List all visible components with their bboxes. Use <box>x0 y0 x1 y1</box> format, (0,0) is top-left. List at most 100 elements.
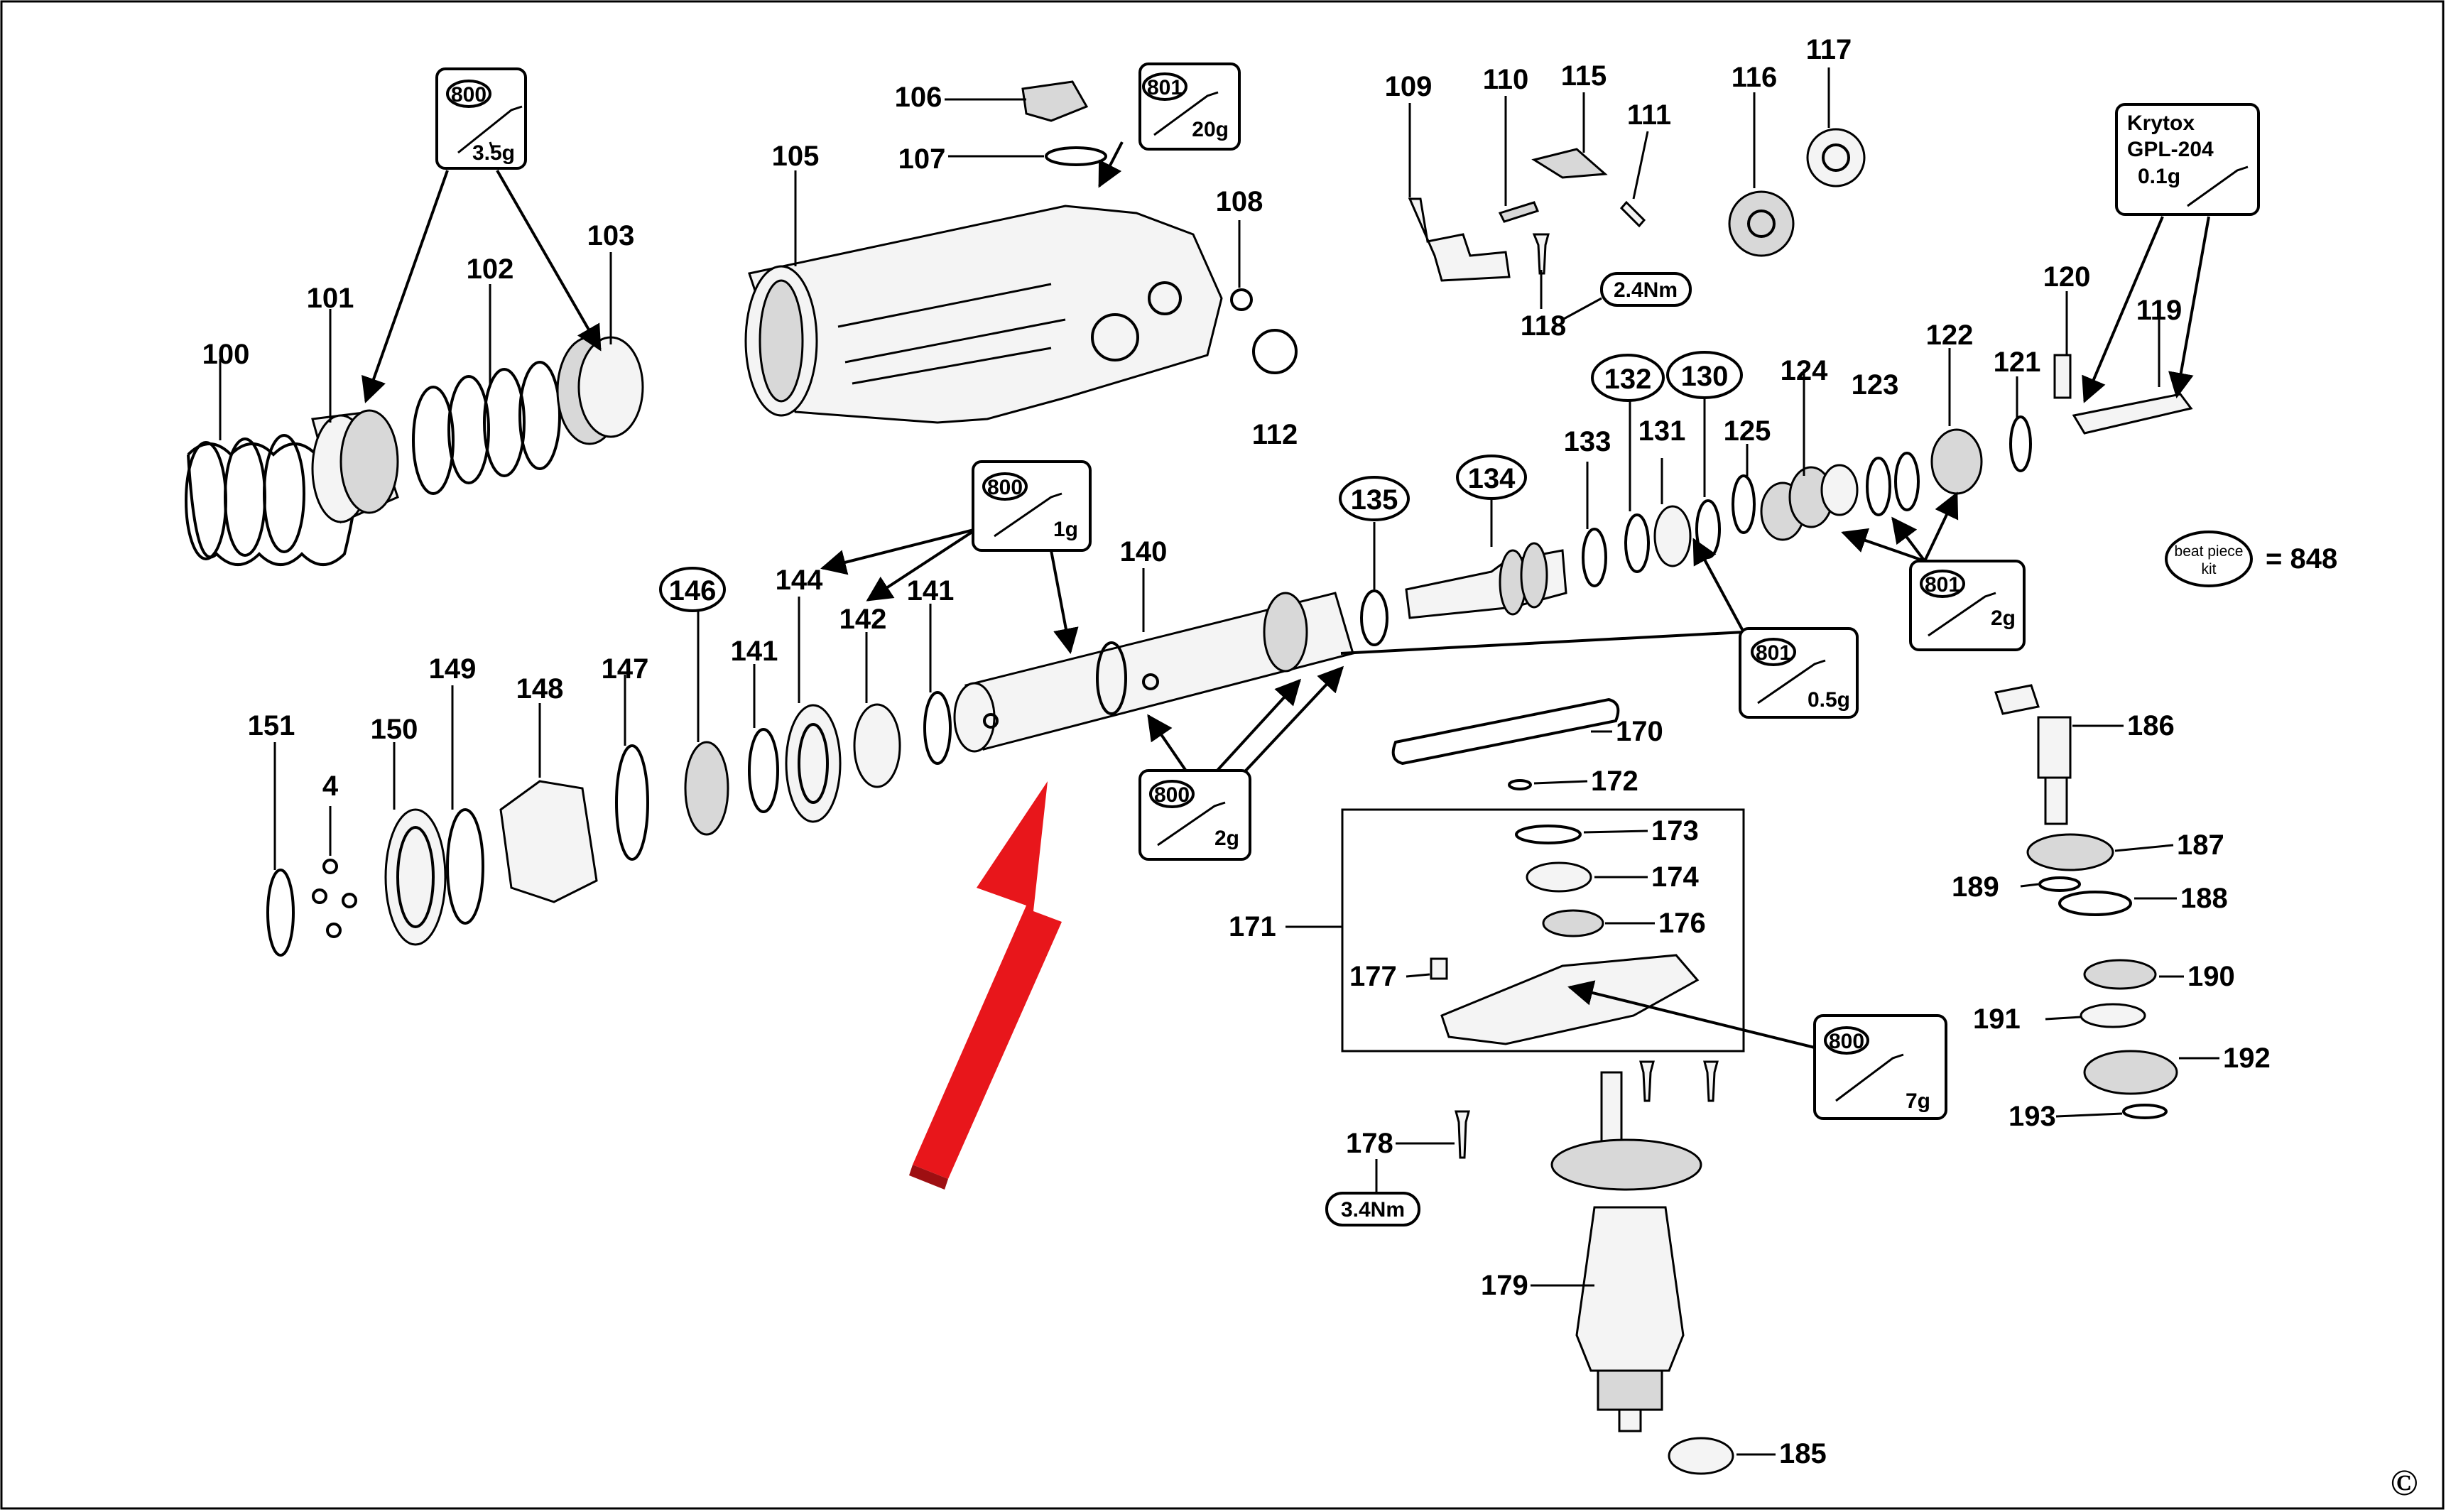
svg-text:3.4Nm: 3.4Nm <box>1341 1198 1405 1222</box>
label-111: 111 <box>1627 99 1671 131</box>
label-186: 186 <box>2127 710 2175 741</box>
label-171: 171 <box>1229 911 1276 942</box>
part-123-ring-b <box>1894 452 1920 511</box>
circle-135 <box>1339 476 1410 521</box>
part-133-ring <box>1582 528 1607 587</box>
label-100: 100 <box>202 339 250 370</box>
label-150: 150 <box>371 714 418 745</box>
part-177-pin <box>1430 957 1448 980</box>
svg-text:GPL-204: GPL-204 <box>2127 138 2214 161</box>
label-133: 133 <box>1564 426 1611 457</box>
circle-130 <box>1666 351 1743 399</box>
label-140: 140 <box>1120 536 1168 567</box>
part-102-spring <box>412 361 561 495</box>
label-185: 185 <box>1779 1438 1827 1469</box>
part-178-screw-c <box>1703 1060 1719 1102</box>
label-151: 151 <box>248 710 295 741</box>
label-102: 102 <box>467 254 514 285</box>
label-190: 190 <box>2187 961 2235 992</box>
label-187: 187 <box>2177 830 2224 861</box>
part-150-cap-inner <box>396 826 435 928</box>
circle-134 <box>1456 455 1527 500</box>
svg-text:801: 801 <box>1925 573 1960 597</box>
label-121: 121 <box>1994 347 2041 378</box>
part-141-ring-right <box>923 691 952 765</box>
svg-text:3.5g: 3.5g <box>472 141 515 165</box>
part-191-clutch <box>2080 1003 2146 1028</box>
label-147: 147 <box>602 653 649 685</box>
svg-text:2.4Nm: 2.4Nm <box>1614 278 1678 302</box>
part-189-clip <box>2038 876 2081 892</box>
part-112-ring <box>1252 329 1298 374</box>
part-116-gear-hub <box>1747 210 1776 238</box>
grease-box-krytox: Krytox GPL-204 0.1g <box>2115 103 2260 216</box>
svg-text:7g: 7g <box>1906 1089 1930 1113</box>
label-122: 122 <box>1926 320 1974 351</box>
label-177: 177 <box>1349 961 1397 992</box>
part-4-balls <box>312 859 357 938</box>
label-107: 107 <box>898 143 946 175</box>
part-123-ring-a <box>1866 457 1891 516</box>
torque-label-178: 3.4Nm <box>1325 1192 1420 1227</box>
grease-box-800-3-5g: 800 3.5g <box>435 67 527 170</box>
label-118: 118 <box>1521 310 1567 342</box>
red-pointer-arrow-shadow <box>909 1165 948 1190</box>
part-176-bearing <box>1542 909 1604 937</box>
part-172-clip <box>1508 779 1532 790</box>
part-122-cap <box>1930 428 1983 495</box>
part-119-link <box>2072 393 2193 435</box>
label-135: 135 <box>1351 484 1398 516</box>
part-120-pin <box>2053 354 2072 399</box>
label-108: 108 <box>1216 186 1263 217</box>
svg-text:20g: 20g <box>1192 118 1229 141</box>
grease-box-800-7g: 800 7g <box>1813 1014 1947 1120</box>
label-179: 179 <box>1481 1270 1528 1301</box>
part-134-striker <box>1405 542 1567 619</box>
label-112: 112 <box>1252 419 1298 450</box>
svg-text:800: 800 <box>1154 783 1190 807</box>
part-185-bearing <box>1668 1437 1734 1475</box>
part-147-ring <box>615 744 649 861</box>
part-140-cylinder <box>953 592 1354 753</box>
part-116-gear <box>1728 190 1795 257</box>
svg-text:800: 800 <box>1829 1030 1864 1053</box>
label-142: 142 <box>839 604 887 635</box>
part-gear-plate <box>1440 954 1700 1045</box>
svg-text:kit: kit <box>2202 561 2217 577</box>
label-117: 117 <box>1806 34 1852 65</box>
part-193-washer <box>2122 1104 2168 1119</box>
part-141-ring-left <box>748 728 779 813</box>
copyright-mark: © <box>2391 1463 2418 1503</box>
part-106-knob <box>1021 80 1089 122</box>
part-151-ring <box>266 869 295 957</box>
label-193: 193 <box>2009 1101 2056 1132</box>
grease-box-800-2g: 800 2g <box>1138 769 1251 861</box>
part-number-labels: 100 101 102 103 105 106 107 108 109 110 … <box>202 34 2271 1469</box>
label-106: 106 <box>895 82 942 113</box>
label-141-left: 141 <box>731 636 778 667</box>
svg-text:2g: 2g <box>1991 607 2016 630</box>
part-142-bushing <box>853 703 901 788</box>
part-190-spring <box>2083 959 2157 990</box>
label-148: 148 <box>516 673 564 705</box>
label-176: 176 <box>1658 908 1706 939</box>
svg-text:801: 801 <box>1147 76 1183 99</box>
part-192-gear <box>2083 1050 2178 1095</box>
svg-text:801: 801 <box>1756 641 1791 665</box>
part-150-cap <box>384 808 447 946</box>
label-174: 174 <box>1651 861 1699 893</box>
label-192: 192 <box>2223 1043 2271 1074</box>
part-146-seal <box>684 741 729 836</box>
label-178: 178 <box>1346 1128 1393 1159</box>
kit-171-box <box>1341 808 1745 1053</box>
grease-box-801-0-5g: 801 0.5g <box>1739 627 1859 719</box>
part-144-bearing <box>785 704 842 823</box>
part-170-belt <box>1391 697 1620 766</box>
part-148-holder <box>499 780 598 903</box>
label-141-right: 141 <box>907 575 955 607</box>
label-103: 103 <box>587 220 635 251</box>
part-174-bearing <box>1526 861 1592 893</box>
label-4: 4 <box>322 771 339 802</box>
